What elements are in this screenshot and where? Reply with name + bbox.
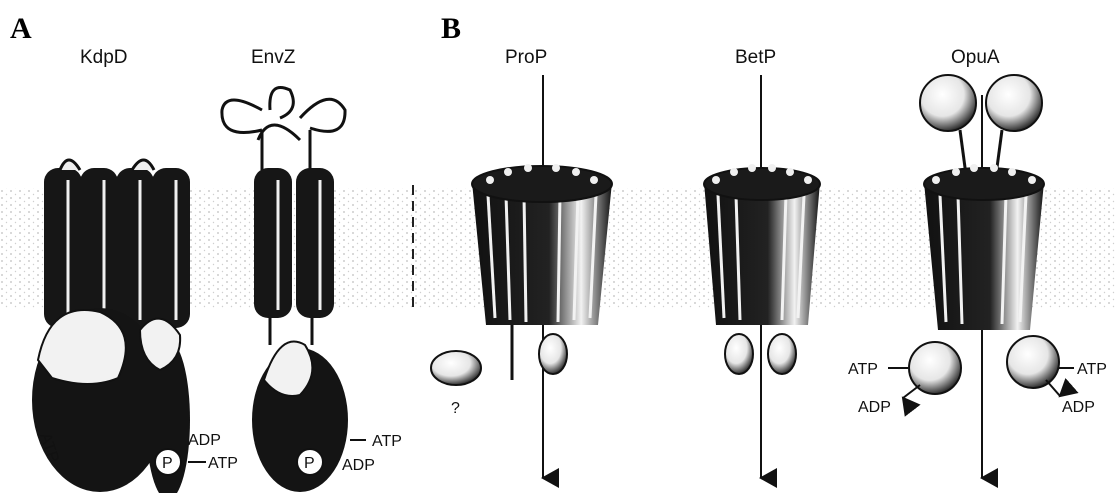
- kdpd-adp-label: ADP: [188, 432, 221, 449]
- opua-label: OpuA: [951, 47, 1000, 68]
- betp-protein: [704, 75, 820, 478]
- envz-atp-label: ATP: [372, 433, 402, 450]
- kdpd-label: KdpD: [80, 47, 128, 68]
- prop-regulatory-domain: [539, 334, 567, 374]
- opua-adp-right-label: ADP: [1062, 399, 1095, 416]
- opua-atpase-right: [1007, 336, 1059, 388]
- opua-adp-left-label: ADP: [858, 399, 891, 416]
- prop-label: ProP: [505, 47, 547, 68]
- opua-substrate-binding-left: [920, 75, 976, 131]
- envz-helix-left: [254, 168, 292, 318]
- envz-adp-label: ADP: [342, 457, 375, 474]
- envz-phosphate-label: P: [304, 455, 315, 472]
- envz-label: EnvZ: [251, 47, 296, 68]
- prop-interacting-protein: [431, 351, 481, 385]
- betp-regulatory-domain-right: [768, 334, 796, 374]
- opua-substrate-binding-right: [986, 75, 1042, 131]
- envz-helix-right: [296, 168, 334, 318]
- panel-a-label: A: [10, 12, 32, 45]
- opua-barrel-top: [924, 168, 1044, 200]
- opua-atp-right-label: ATP: [1077, 361, 1107, 378]
- betp-label: BetP: [735, 47, 776, 68]
- panel-b-label: B: [441, 12, 461, 45]
- prop-barrel-top: [472, 166, 612, 202]
- kdpd-atp-label: ATP: [208, 455, 238, 472]
- kdpd-phosphate-label: P: [162, 455, 173, 472]
- betp-barrel-top: [704, 168, 820, 200]
- kdpd-transmembrane-helices: [44, 160, 190, 328]
- betp-regulatory-domain-left: [725, 334, 753, 374]
- envz-periplasmic-loops: [222, 88, 345, 171]
- opua-atp-left-label: ATP: [848, 361, 878, 378]
- prop-unknown-label: ?: [451, 400, 460, 417]
